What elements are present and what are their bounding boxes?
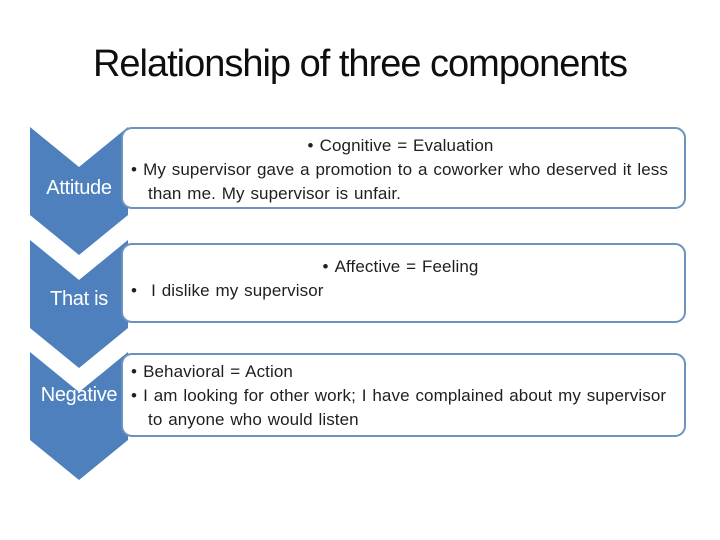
content-box-cognitive: • Cognitive = Evaluation • My supervisor g… bbox=[121, 127, 686, 209]
bullet-glyph: • bbox=[131, 386, 138, 405]
bullet-text: I am looking for other work; I have comp… bbox=[143, 386, 667, 429]
bullet-glyph: • bbox=[131, 281, 138, 300]
bullet-text: My supervisor gave a promotion to a cowo… bbox=[143, 160, 668, 203]
slide-title: Relationship of three components bbox=[92, 43, 628, 85]
bullet-line: • I dislike my supervisor bbox=[131, 279, 670, 303]
chevron-down-shape-that-is bbox=[30, 240, 128, 368]
bullet-text: Behavioral = Action bbox=[143, 362, 293, 381]
bullet-glyph: • bbox=[307, 136, 314, 155]
chevron-down-shape-attitude bbox=[30, 127, 128, 255]
bullet-glyph: • bbox=[131, 160, 138, 179]
bullet-line: • Cognitive = Evaluation bbox=[131, 134, 670, 158]
chevron-label-negative: Negative bbox=[40, 384, 118, 406]
content-box-behavioral: • Behavioral = Action • I am looking for o… bbox=[121, 353, 686, 437]
bullet-text: Affective = Feeling bbox=[334, 257, 479, 276]
content-box-affective: • Affective = Feeling • I dislike my super… bbox=[121, 243, 686, 323]
bullet-text: I dislike my supervisor bbox=[151, 281, 324, 300]
chevron-down-shape-negative bbox=[30, 352, 128, 480]
chevron-label-that-is: That is bbox=[50, 288, 108, 310]
bullet-text: Cognitive = Evaluation bbox=[319, 136, 494, 155]
bullet-line: • Behavioral = Action bbox=[131, 360, 670, 384]
bullet-line: • My supervisor gave a promotion to a cow… bbox=[131, 158, 670, 206]
bullet-glyph: • bbox=[322, 257, 329, 276]
bullet-line: • Affective = Feeling bbox=[131, 255, 670, 279]
chevron-label-attitude: Attitude bbox=[46, 177, 112, 199]
bullet-line: • I am looking for other work; I have com… bbox=[131, 384, 670, 432]
bullet-glyph: • bbox=[131, 362, 138, 381]
